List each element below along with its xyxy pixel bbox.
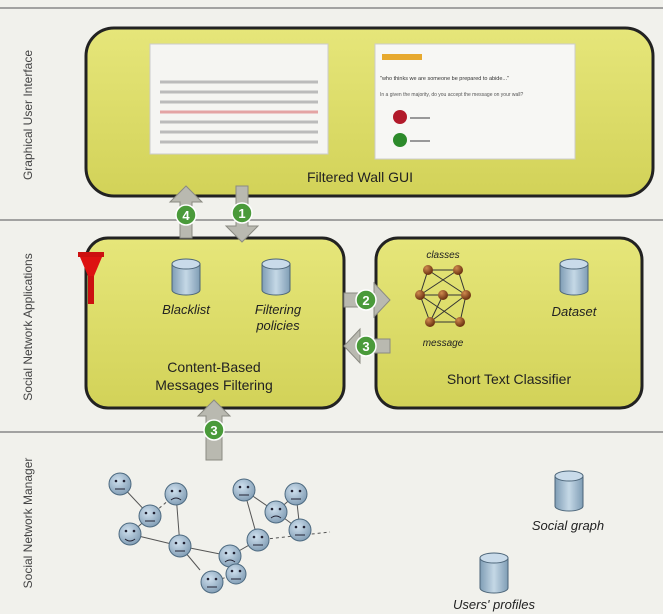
step-1-label: 1 [238, 206, 245, 221]
arrow-step-4-up: 4 [168, 185, 204, 239]
message-label: message [423, 338, 464, 349]
user-face-icon [164, 482, 188, 506]
users-profiles-database-icon [479, 552, 509, 594]
user-face-icon [108, 472, 132, 496]
user-face-icon [232, 478, 256, 502]
gui-mock-form [149, 43, 329, 155]
arrow-step-3-up: 3 [196, 399, 232, 461]
stc-title: Short Text Classifier [447, 371, 572, 387]
tier-label-manager: Social Network Manager [21, 458, 35, 589]
classes-label: classes [426, 250, 459, 261]
step-3-label: 3 [362, 339, 369, 354]
step-2-label: 2 [362, 293, 369, 308]
filtering-policies-label-2: policies [255, 318, 300, 333]
gui-panel-title: Filtered Wall GUI [307, 169, 413, 185]
social-graph-label: Social graph [532, 518, 604, 533]
gui-mock-form-lines [160, 80, 318, 144]
user-face-icon [200, 570, 224, 594]
gui-mock-dialog-bar [382, 54, 422, 60]
cbmf-title-line2: Messages Filtering [155, 377, 273, 393]
dataset-database-icon [559, 258, 589, 296]
blacklist-database-icon [171, 258, 201, 296]
users-profiles-label: Users' profiles [453, 597, 535, 612]
user-faces [108, 472, 312, 594]
filtering-policies-label-1: Filtering [255, 302, 302, 317]
gui-mock-dialog [374, 43, 576, 160]
accept-button[interactable] [393, 133, 407, 147]
arrow-step-2-right: 2 [343, 281, 391, 319]
cbmf-title-line1: Content-Based [167, 359, 260, 375]
user-face-icon [264, 500, 288, 524]
reject-button[interactable] [393, 110, 407, 124]
user-face-icon [168, 534, 192, 558]
user-face-icon [284, 482, 308, 506]
tier-label-gui: Graphical User Interface [21, 50, 35, 180]
gui-dialog-question: "who thinks we are someone be prepared t… [380, 76, 509, 82]
step-4-label: 4 [182, 208, 190, 223]
funnel-icon [78, 252, 104, 304]
gui-dialog-prompt: In a given the majority, do you accept t… [380, 92, 524, 98]
arrow-step-1-down: 1 [224, 185, 260, 243]
user-face-icon [118, 522, 142, 546]
user-face-icon [288, 518, 312, 542]
blacklist-label: Blacklist [162, 302, 211, 317]
arrow-step-3-left: 3 [343, 327, 391, 365]
tier-label-apps: Social Network Applications [21, 253, 35, 400]
social-graph-database-icon [554, 470, 584, 512]
user-face-icon [246, 528, 270, 552]
neural-network-icon [415, 265, 471, 327]
step-3-manager-label: 3 [210, 423, 217, 438]
filtering-policies-database-icon [261, 258, 291, 296]
dataset-label: Dataset [552, 304, 598, 319]
user-face-icon [225, 563, 247, 585]
user-face-icon [138, 504, 162, 528]
